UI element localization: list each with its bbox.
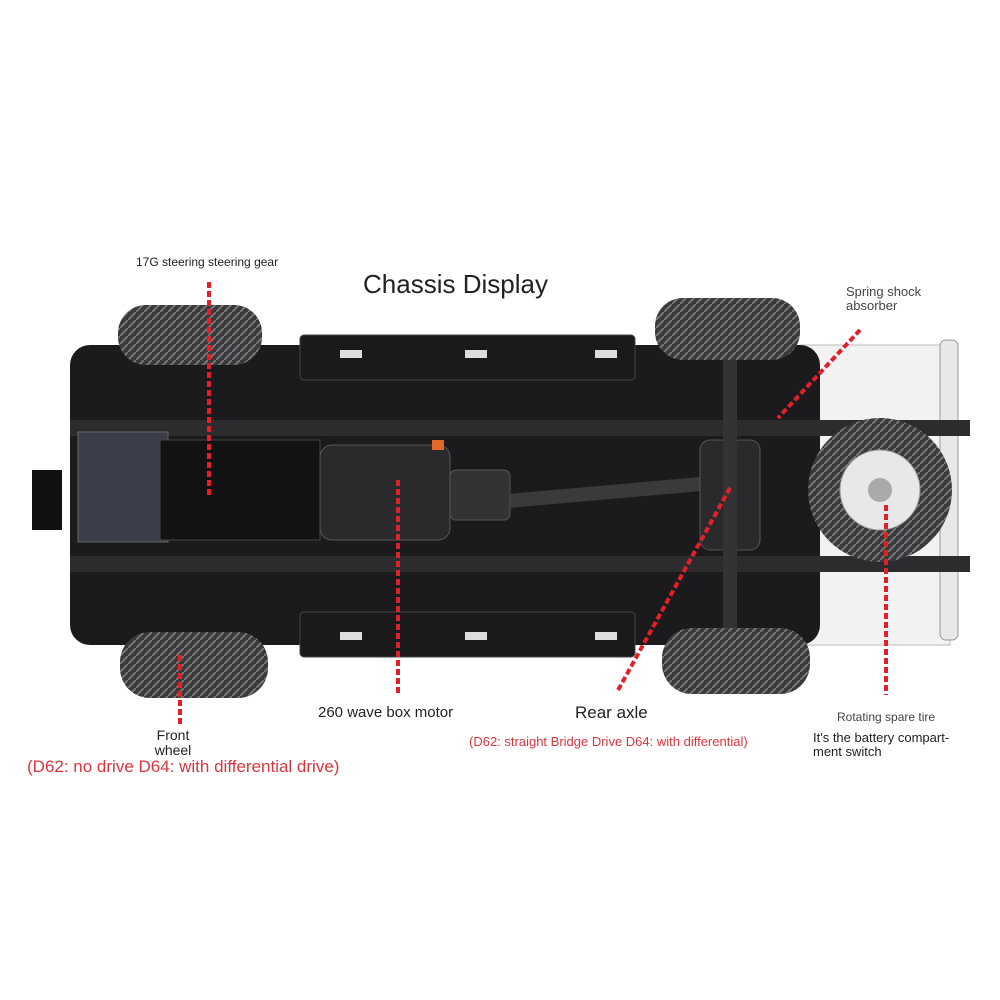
label-front-wheel-note: (D62: no drive D64: with differential dr… [27,757,340,776]
label-front-wheel-line2: wheel [154,742,192,759]
label-battery-switch-line2: ment switch [813,744,882,760]
page-title: Chassis Display [363,269,548,299]
label-shock-absorber-line2: absorber [846,298,898,314]
label-shock-absorber: Spring shock absorber [846,284,922,314]
spare-tire [808,418,952,562]
label-front-wheel: Front wheel [150,727,196,759]
callout-shock-absorber [776,328,862,420]
label-motor: 260 wave box motor [318,704,454,721]
wheel-front-left [118,305,262,365]
callout-rear-axle [615,487,732,693]
label-rear-axle-note: (D62: straight Bridge Drive D64: with di… [469,734,748,749]
label-spare-tire: Rotating spare tire [837,710,936,724]
label-battery-switch: It's the battery compart- ment switch [813,730,950,760]
chassis-frame [32,334,970,658]
wheel-front-right [120,632,268,698]
label-battery-switch-line1: It's the battery compart- [813,730,950,745]
gearbox-motor [319,360,761,630]
wheel-rear-left [655,298,800,360]
label-steering-gear: 17G steering steering gear [136,255,279,269]
label-rear-axle: Rear axle [575,703,648,722]
wheel-rear-right [662,628,810,694]
callout-lines [178,282,888,725]
label-shock-absorber-line1: Spring shock [846,284,922,299]
label-front-wheel-line1: Front [156,727,190,743]
